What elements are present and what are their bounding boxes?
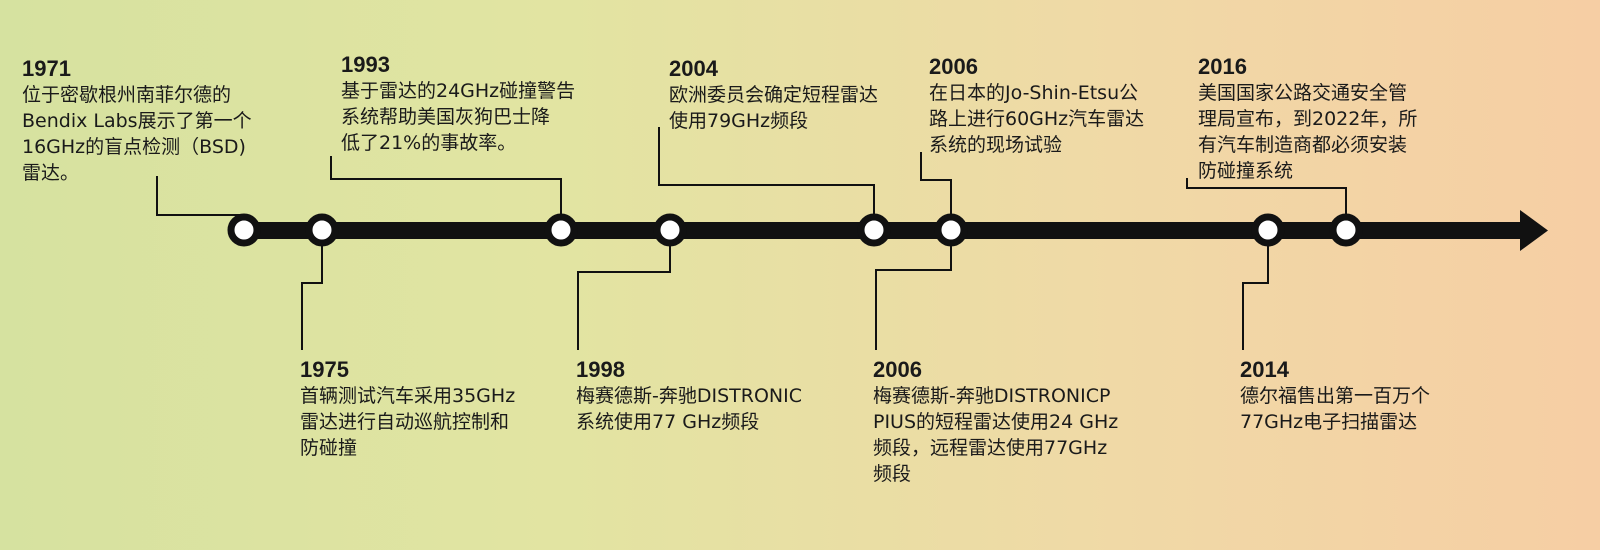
event-year: 2016: [1198, 54, 1247, 79]
event-year: 2006: [873, 357, 922, 382]
node-1971: [227, 213, 261, 247]
timeline-arrowhead: [1520, 210, 1548, 251]
node-1993: [544, 213, 578, 247]
connector-1998: [577, 229, 671, 350]
event-year: 1975: [300, 357, 349, 382]
event-1975: 1975 首辆测试汽车采用35GHz 雷达进行自动巡航控制和 防碰撞: [300, 357, 516, 459]
event-year: 2006: [929, 54, 978, 79]
node-1975: [305, 213, 339, 247]
event-2014: 2014 德尔福售出第一百万个 77GHz电子扫描雷达: [1240, 357, 1431, 433]
event-2016: 2016 美国国家公路交通安全管 理局宣布，到2022年，所 有汽车制造商都必须…: [1198, 54, 1418, 182]
event-year: 2014: [1240, 357, 1289, 382]
node-2006: [934, 213, 968, 247]
connector-2016: [1186, 178, 1347, 229]
node-2016: [1329, 213, 1363, 247]
event-year: 1998: [576, 357, 625, 382]
event-1993: 1993 基于雷达的24GHz碰撞警告 系统帮助美国灰狗巴士降 低了21%的事故…: [341, 52, 576, 154]
connector-2004: [658, 127, 875, 229]
connector-1993: [330, 156, 562, 229]
node-1998: [653, 213, 687, 247]
event-1971: 1971 位于密歇根州南菲尔德的 Bendix Labs展示了第一个 16GHz…: [22, 56, 252, 184]
event-2006-bottom: 2006 梅赛德斯-奔驰DISTRONICP PIUS的短程雷达使用24 GHz…: [873, 357, 1119, 485]
node-2004: [857, 213, 891, 247]
event-year: 2004: [669, 56, 718, 81]
connector-2014: [1242, 229, 1269, 350]
event-1998: 1998 梅赛德斯-奔驰DISTRONIC 系统使用77 GHz频段: [576, 357, 802, 433]
event-2006-top: 2006 在日本的Jo-Shin-Etsu公 路上进行60GHz汽车雷达 系统的…: [929, 54, 1145, 156]
connector-1975: [301, 229, 323, 350]
connector-2006-top: [920, 152, 952, 229]
event-year: 1971: [22, 56, 71, 81]
event-year: 1993: [341, 52, 390, 77]
node-2014: [1251, 213, 1285, 247]
connector-2006-bottom: [875, 229, 952, 350]
event-2004: 2004 欧洲委员会确定短程雷达 使用79GHz频段: [669, 56, 879, 132]
